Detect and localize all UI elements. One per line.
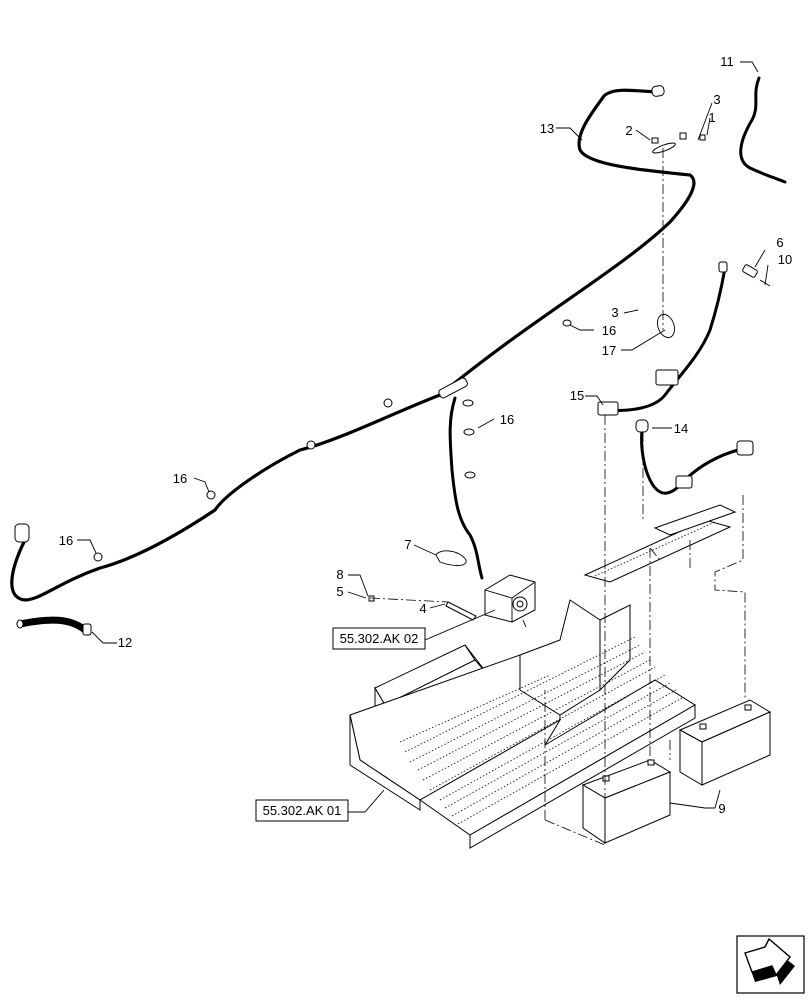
callout-3-top: 3	[713, 92, 720, 107]
battery-right	[678, 699, 772, 786]
reference-label-ak01: 55.302.AK 01	[263, 803, 342, 818]
callout-8: 8	[336, 567, 343, 582]
cable-item-14	[635, 419, 754, 495]
callout-5: 5	[336, 584, 343, 599]
cable-item-15	[597, 261, 728, 416]
reference-label-ak02: 55.302.AK 02	[340, 631, 419, 646]
callout-labels: 11 3 1 2 13 6 10 3 16 17 15 14 16 16 16 …	[59, 54, 792, 816]
tie-item-7	[435, 550, 467, 566]
callout-7: 7	[404, 537, 411, 552]
callout-6: 6	[776, 235, 783, 250]
callout-14: 14	[674, 421, 688, 436]
leader-lines	[77, 61, 769, 813]
battery-box-frame	[349, 504, 737, 849]
callout-13: 13	[540, 121, 554, 136]
callout-15: 15	[570, 388, 584, 403]
callout-11: 11	[720, 54, 734, 69]
callout-10: 10	[778, 252, 792, 267]
callout-3-mid: 3	[611, 305, 618, 320]
callout-17: 17	[602, 343, 616, 358]
main-wire-harness	[10, 85, 696, 602]
reference-box-ak01[interactable]: 55.302.AK 01	[255, 799, 349, 822]
callout-9: 9	[718, 801, 725, 816]
cable-tie-item-17	[656, 313, 676, 339]
cable-item-11	[739, 76, 787, 184]
callout-4: 4	[419, 601, 426, 616]
callout-16-branch: 16	[500, 412, 514, 427]
harness-clips	[93, 319, 572, 562]
hose-item-12	[16, 616, 92, 636]
disconnect-switch	[445, 574, 536, 628]
callout-12: 12	[118, 635, 132, 650]
callout-2: 2	[625, 123, 632, 138]
callout-16-left: 16	[59, 533, 73, 548]
callout-1: 1	[708, 110, 715, 125]
bracket-fastener-set	[651, 132, 706, 154]
callout-16-mid: 16	[602, 323, 616, 338]
assembly-lines	[369, 148, 746, 846]
reference-box-ak02[interactable]: 55.302.AK 02	[332, 627, 426, 650]
callout-16-harness: 16	[173, 471, 187, 486]
next-page-arrow-icon[interactable]	[736, 935, 805, 994]
